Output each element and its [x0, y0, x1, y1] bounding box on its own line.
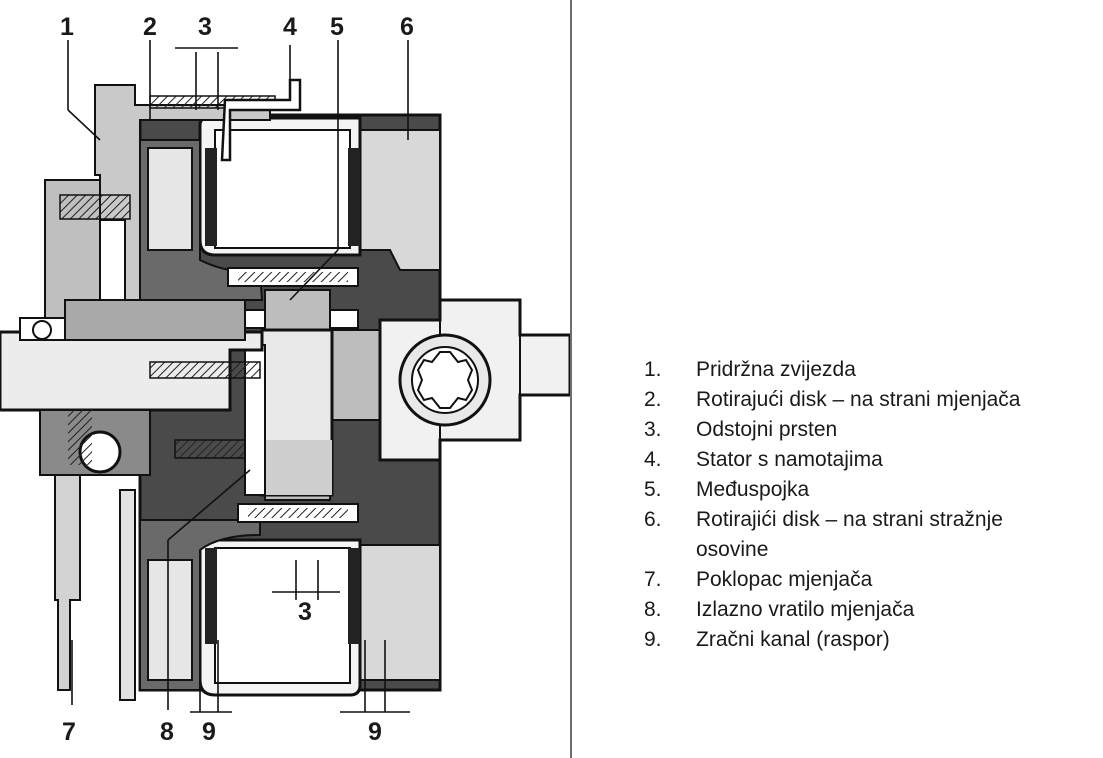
gearbox-housing: [44, 84, 276, 701]
input-shaft: [0, 299, 264, 476]
legend-text: Stator s namotajima: [696, 448, 883, 471]
legend-number: 8.: [644, 598, 662, 621]
vertical-divider: [570, 0, 572, 758]
callout-3-center: 3: [298, 598, 312, 626]
retarder-cross-section-drawing: 1 2 3 4 5 6 3 7 8 9 9: [0, 13, 570, 746]
legend-text: Odstojni prsten: [696, 418, 838, 441]
legend-number: 3.: [644, 418, 662, 441]
stator-top: [198, 116, 362, 257]
callout-9-left: 9: [202, 718, 216, 746]
legend-item: 4. Stator s namotajima: [644, 445, 1020, 475]
callout-1: 1: [60, 13, 74, 41]
legend-number: 2.: [644, 388, 662, 411]
rotor-left-disc: [139, 139, 264, 691]
legend-text: Zračni kanal (raspor): [696, 628, 890, 651]
legend-text: Izlazno vratilo mjenjača: [696, 598, 915, 621]
callout-6: 6: [400, 13, 414, 41]
legend-number: 6.: [644, 508, 662, 531]
legend-item: 9. Zračni kanal (raspor): [644, 625, 1020, 655]
legend-item: 5. Međuspojka: [644, 475, 1020, 505]
legend-text: Rotirajići disk – na strani stražnje: [696, 508, 1003, 531]
callout-9-right: 9: [368, 718, 382, 746]
legend-item: 8. Izlazno vratilo mjenjača: [644, 595, 1020, 625]
legend-item: 2. Rotirajući disk – na strani mjenjača: [644, 385, 1020, 415]
legend-text: Pridržna zvijezda: [696, 358, 856, 381]
parts-legend: 1. Pridržna zvijezda 2. Rotirajući disk – …: [644, 355, 1020, 655]
legend-item: 7. Poklopac mjenjača: [644, 565, 1020, 595]
legend-number: 1.: [644, 358, 662, 381]
callout-4: 4: [283, 13, 297, 41]
callout-labels: 1 2 3 4 5 6 3 7 8 9 9: [60, 13, 414, 746]
legend-number: 7.: [644, 568, 662, 591]
legend-text-continued: osovine: [696, 538, 769, 561]
stator-bottom: [198, 538, 362, 697]
legend-item: 3. Odstojni prsten: [644, 415, 1020, 445]
legend-text: Poklopac mjenjača: [696, 568, 873, 591]
legend-number: 9.: [644, 628, 662, 651]
legend-text: Međuspojka: [696, 478, 810, 501]
callout-3-top: 3: [198, 13, 212, 41]
central-hub: [244, 289, 381, 501]
callout-5: 5: [330, 13, 344, 41]
callout-2: 2: [143, 13, 157, 41]
legend-number: 5.: [644, 478, 662, 501]
leader-lines: [67, 40, 410, 713]
legend-number: 4.: [644, 448, 662, 471]
legend-item: 1. Pridržna zvijezda: [644, 355, 1020, 385]
callout-7: 7: [62, 718, 76, 746]
legend-item: 6. Rotirajići disk – na strani stražnje os…: [644, 505, 1020, 565]
output-flange: [378, 298, 570, 462]
legend-text: Rotirajući disk – na strani mjenjača: [696, 388, 1021, 411]
callout-8: 8: [160, 718, 174, 746]
